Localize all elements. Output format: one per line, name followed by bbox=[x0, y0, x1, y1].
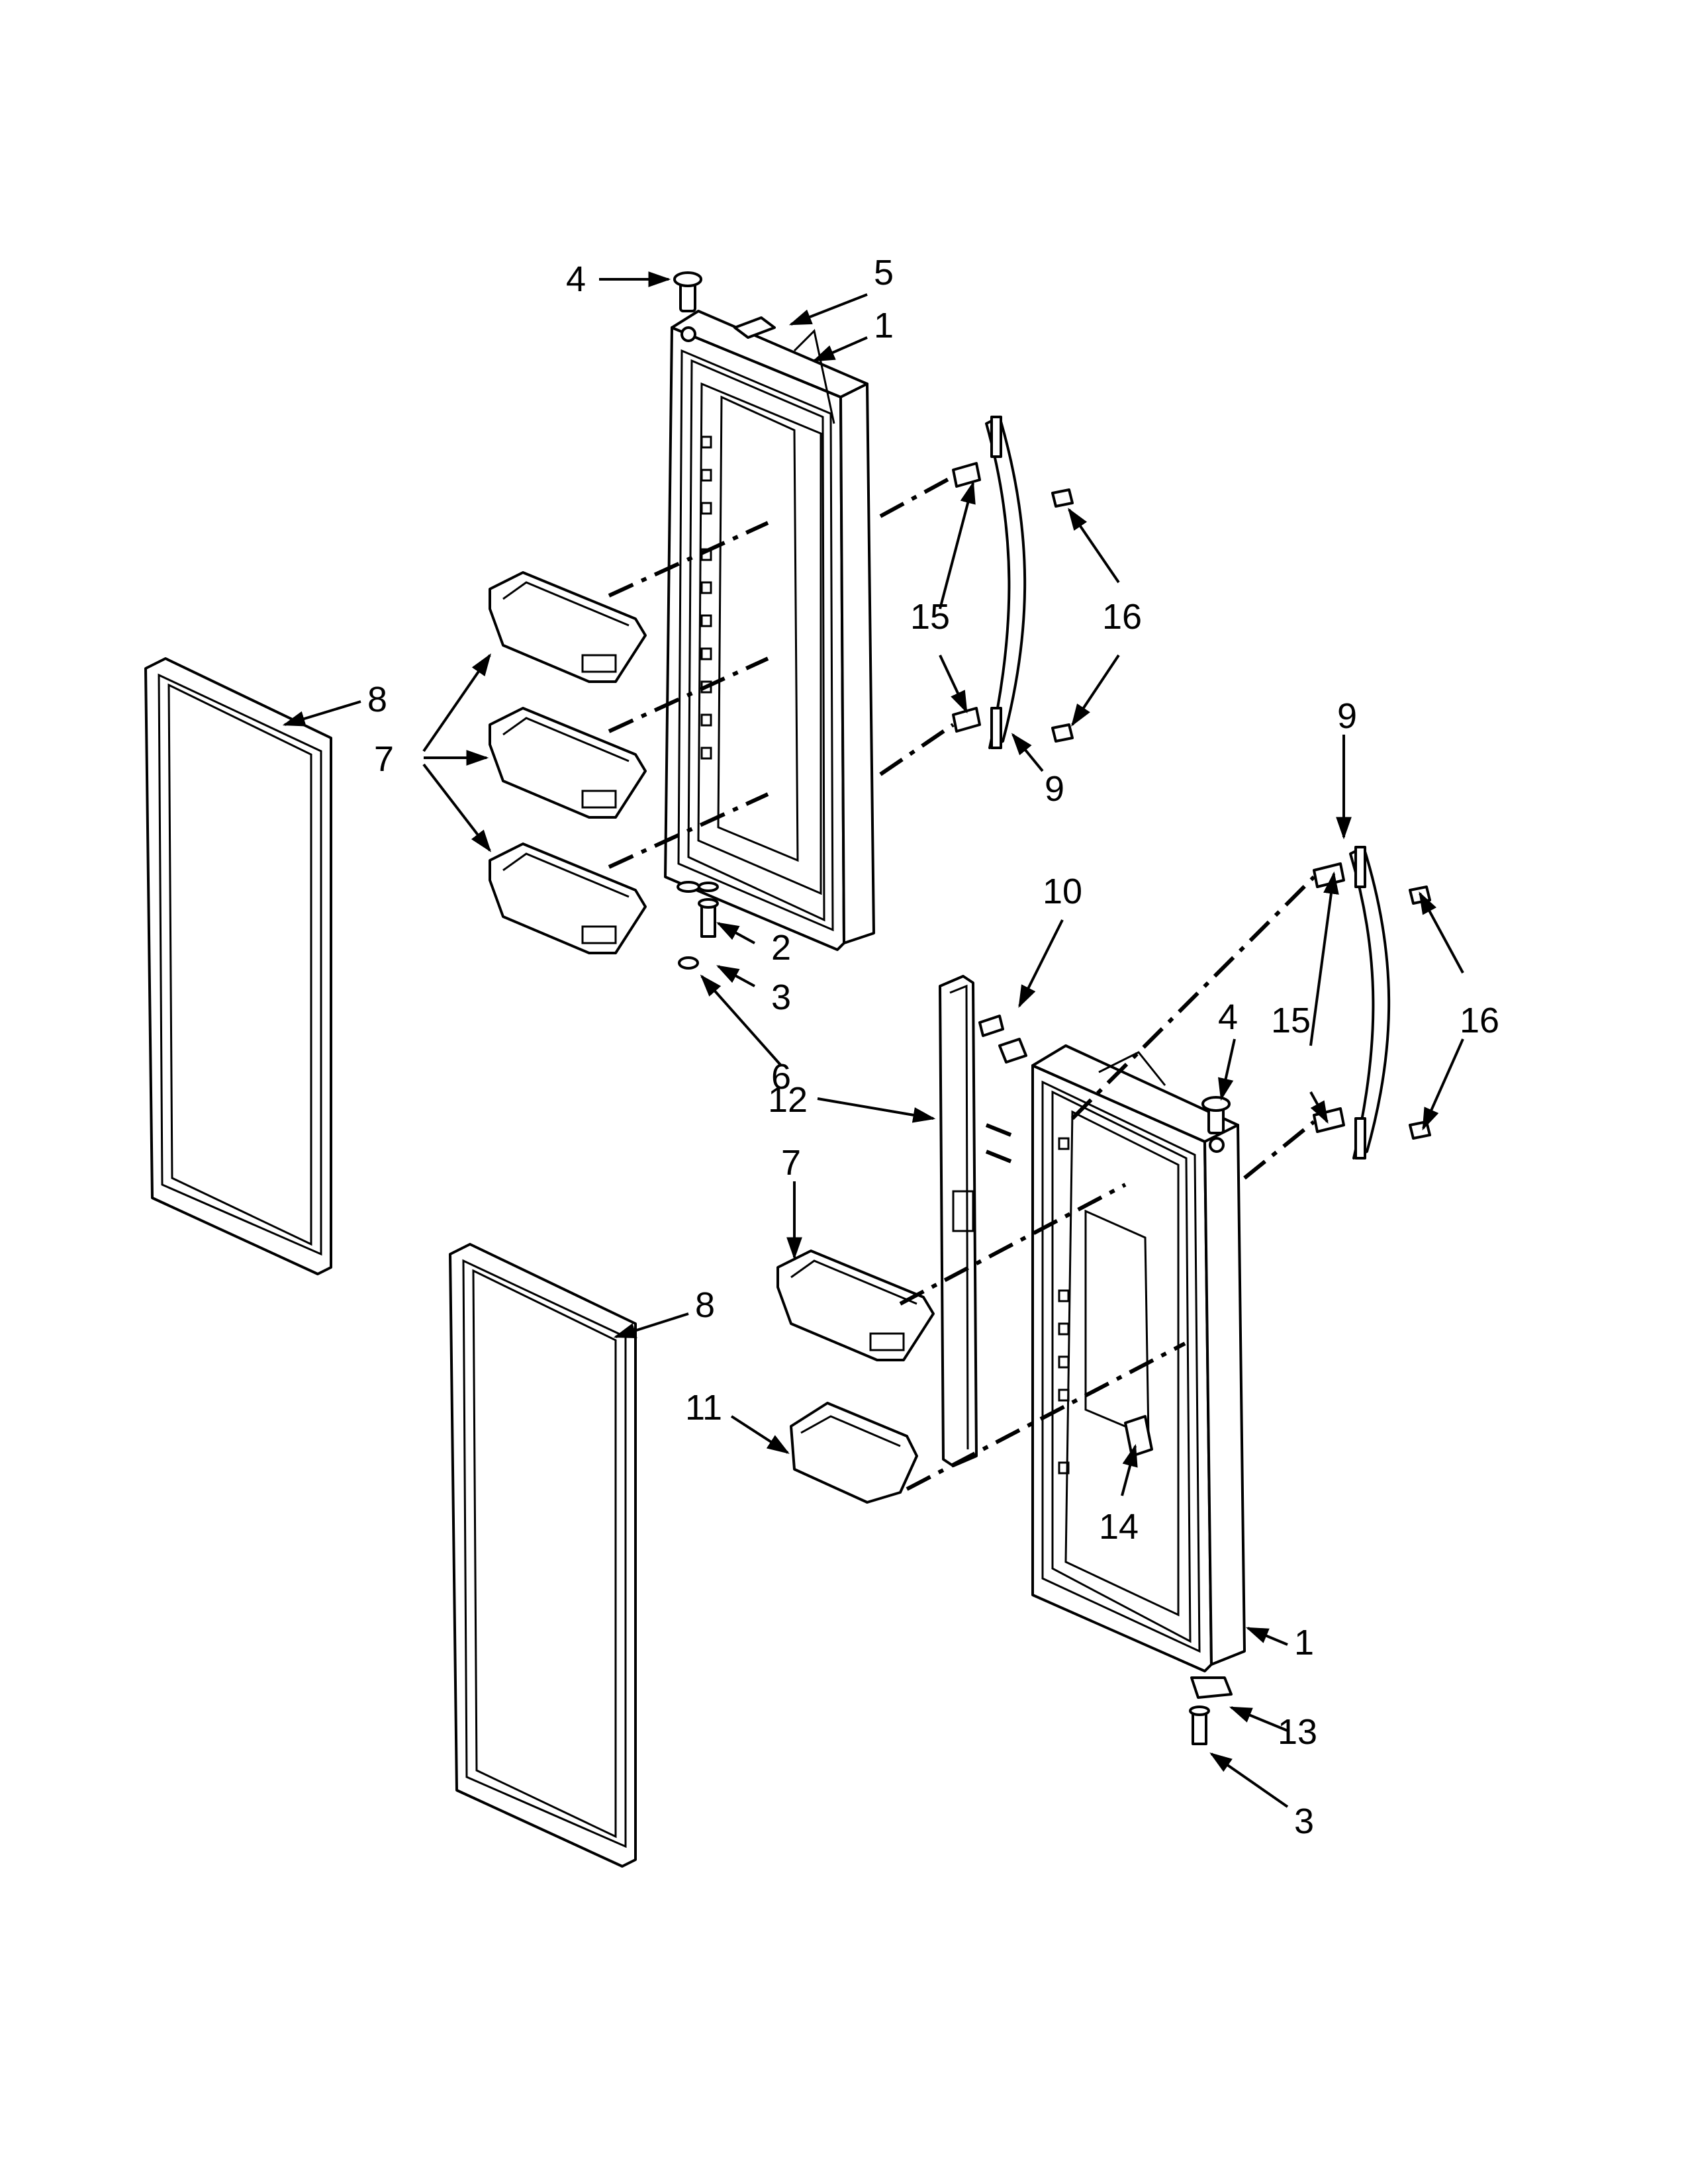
callout-1-upper: 1 bbox=[874, 306, 894, 345]
dairy-bin bbox=[790, 1402, 918, 1504]
callout-7-upper: 7 bbox=[374, 739, 394, 779]
door-handle-upper bbox=[985, 416, 1027, 749]
left-door-assembly bbox=[664, 310, 875, 951]
bottom-hinge-hardware-left bbox=[677, 881, 719, 970]
callout-3-lower: 3 bbox=[1294, 1801, 1314, 1841]
callout-16-upper: 16 bbox=[1102, 597, 1142, 637]
callout-3-upper: 3 bbox=[771, 978, 791, 1017]
door-gasket-left bbox=[144, 657, 332, 1275]
trim-bracket bbox=[998, 1038, 1027, 1064]
callout-9-lower: 9 bbox=[1337, 696, 1357, 736]
door-bin-left-3 bbox=[489, 842, 647, 954]
door-bin-left-1 bbox=[489, 571, 647, 683]
handle-mounting-studs-upper bbox=[952, 462, 1074, 743]
door-shelf-pegs bbox=[700, 435, 712, 760]
bottom-hinge-hardware-right bbox=[1189, 1676, 1233, 1745]
door-bin-left-2 bbox=[489, 707, 647, 819]
callout-2: 2 bbox=[771, 928, 791, 968]
hinge-shim bbox=[733, 316, 776, 339]
trim-screw bbox=[978, 1015, 1004, 1037]
callout-11: 11 bbox=[685, 1388, 722, 1428]
callout-4-top-left: 4 bbox=[566, 259, 586, 299]
callout-labels: 4 5 1 15 16 8 7 9 9 2 3 6 10 4 15 16 12 … bbox=[367, 253, 1499, 1841]
door-trim-strip bbox=[939, 975, 978, 1467]
callout-9-upper: 9 bbox=[1045, 769, 1064, 809]
callout-15-lower: 15 bbox=[1271, 1001, 1311, 1040]
callout-4-right: 4 bbox=[1218, 997, 1238, 1037]
callout-10: 10 bbox=[1043, 872, 1082, 911]
hinge-pin-top-left bbox=[673, 271, 702, 342]
door-shelf-pegs-right bbox=[1058, 1137, 1070, 1475]
alignment-lines bbox=[608, 475, 1316, 1491]
callout-6: 6 bbox=[771, 1057, 791, 1097]
door-handle-lower bbox=[1349, 846, 1391, 1160]
callout-14: 14 bbox=[1099, 1507, 1139, 1547]
leader-lines bbox=[282, 271, 1464, 1808]
callout-7-lower: 7 bbox=[781, 1143, 801, 1183]
callout-1-lower: 1 bbox=[1294, 1623, 1314, 1662]
callout-13: 13 bbox=[1278, 1712, 1317, 1752]
callout-12: 12 bbox=[768, 1080, 808, 1120]
callout-5: 5 bbox=[874, 253, 894, 293]
right-door-assembly bbox=[1031, 1044, 1246, 1672]
door-gasket-right bbox=[449, 1243, 637, 1868]
callout-16-lower: 16 bbox=[1460, 1001, 1499, 1040]
callout-8-upper: 8 bbox=[367, 680, 387, 719]
callout-8-lower: 8 bbox=[695, 1285, 715, 1325]
door-bin-right bbox=[776, 1250, 935, 1361]
callout-15-upper: 15 bbox=[910, 597, 950, 637]
